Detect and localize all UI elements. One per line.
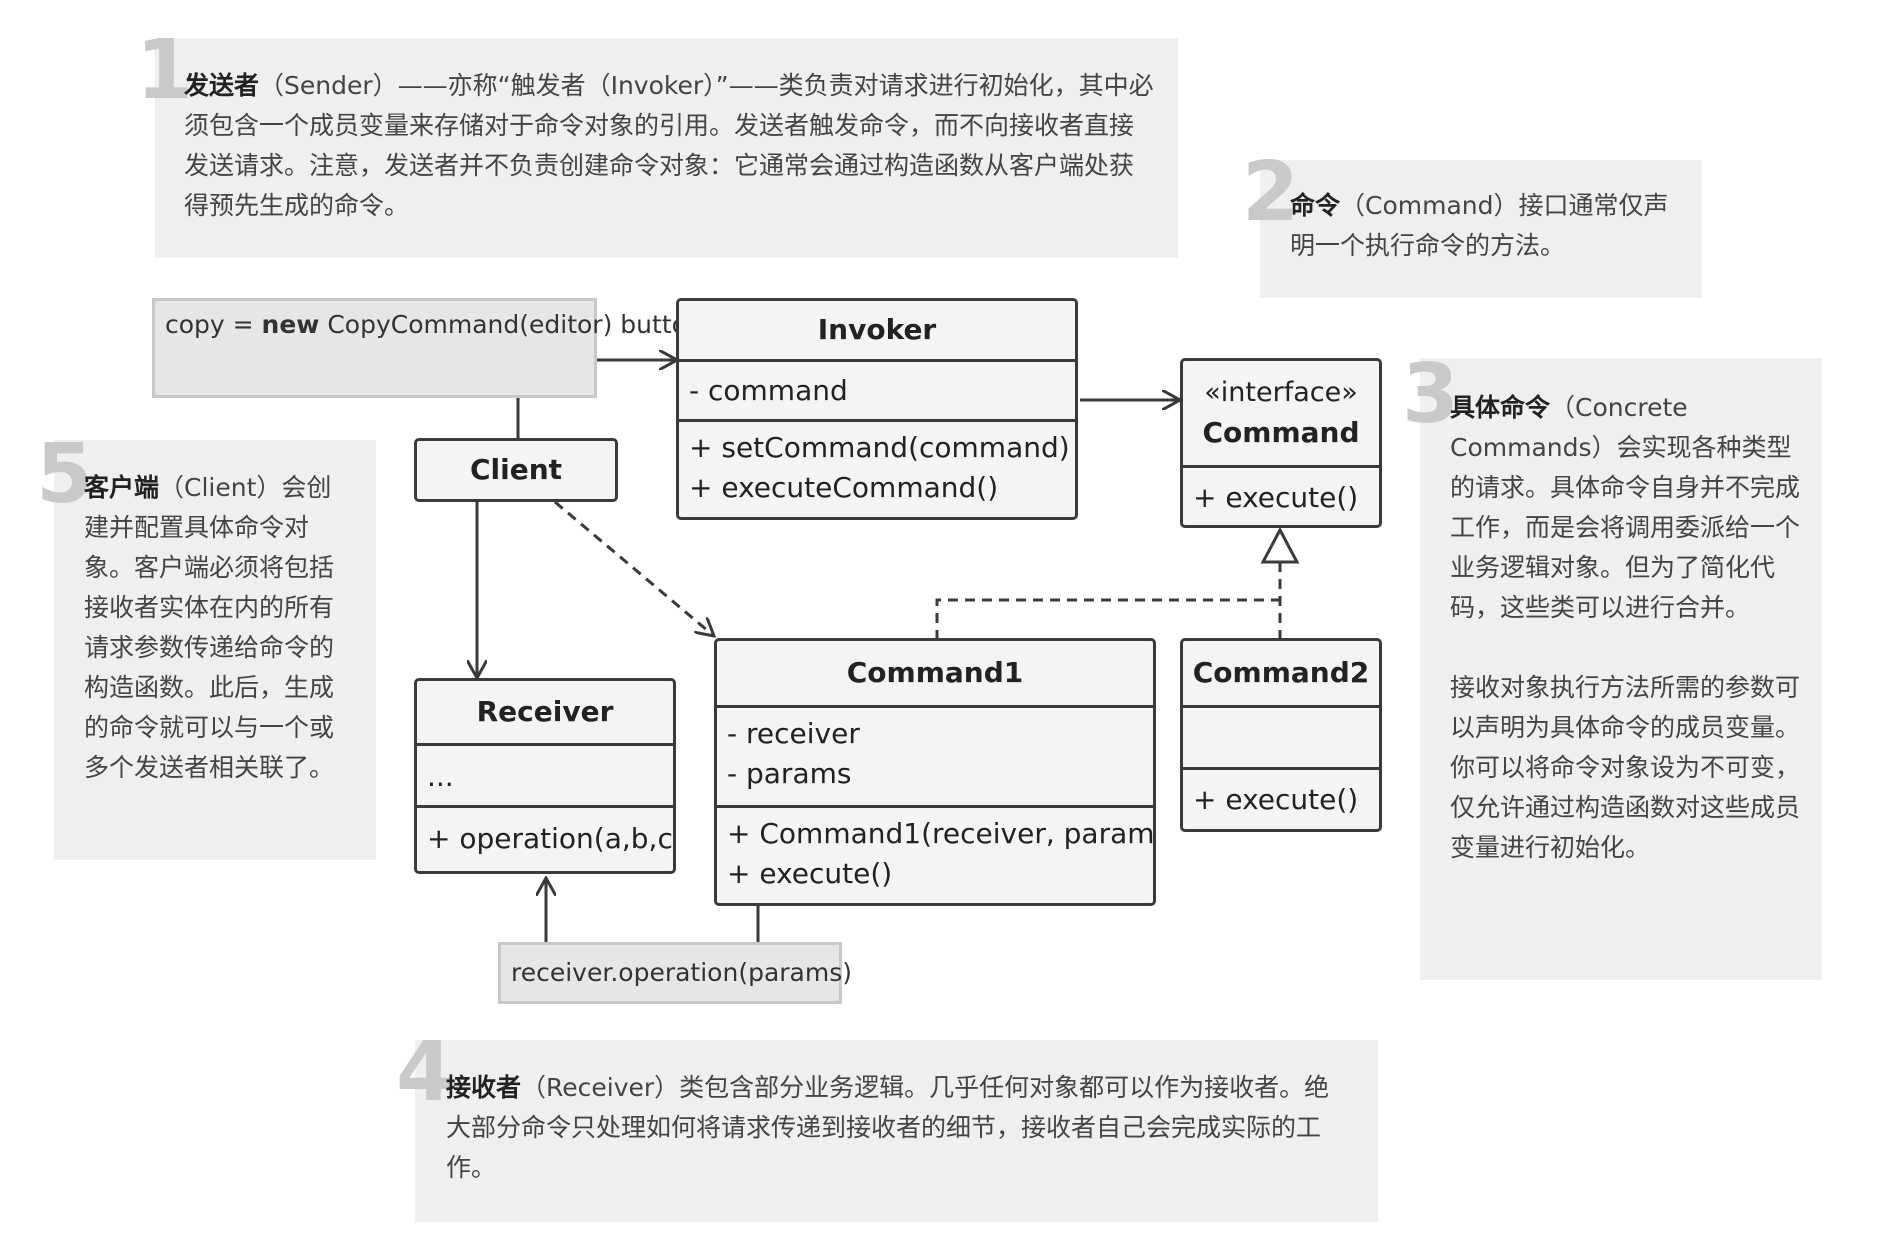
command2-class: Command2 + execute() [1180,638,1382,832]
command2-class-name: Command2 [1192,656,1370,689]
command-interface-methods: + execute() [1183,465,1379,525]
note-3-body-2: 接收对象执行方法所需的参数可以声明为具体命令的成员变量。你可以将命令对象设为不可… [1450,673,1801,862]
client-code-line-1: copy = new CopyCommand(editor) [165,310,613,339]
client-class-name: Client [469,453,563,486]
receiver-call-line: receiver.operation(params) [511,958,852,987]
note-3-number: 3 [1402,347,1460,442]
note-4-body: （Receiver）类包含部分业务逻辑。几乎任何对象都可以作为接收者。绝大部分命… [446,1073,1330,1182]
invoker-fields: - command [679,359,1075,419]
invoker-class-name: Invoker [817,313,937,346]
note-3-background [1420,358,1822,980]
command2-methods: + execute() [1183,767,1379,829]
invoker-methods: + setCommand(command) + executeCommand() [679,419,1075,508]
client-class: Client [414,438,618,502]
note-5-term: 客户端 [84,473,160,502]
note-5-background [54,440,376,860]
command-interface-name: Command [1202,416,1360,449]
command-interface: «interface» Command + execute() [1180,358,1382,528]
note-2-term: 命令 [1290,191,1341,220]
command-interface-header: «interface» Command [1183,361,1379,465]
receiver-class-name: Receiver [476,695,614,728]
note-2-body: （Command）接口通常仅声明一个执行命令的方法。 [1290,191,1669,260]
command1-fields: - receiver - params [717,705,1153,805]
note-3-body: （Concrete Commands）会实现各种类型的请求。具体命令自身并不完成… [1450,393,1801,622]
note-1-number: 1 [136,23,194,118]
note-1-term: 发送者 [184,71,260,100]
interface-stereotype: «interface» [1204,377,1358,408]
note-4-text: 接收者（Receiver）类包含部分业务逻辑。几乎任何对象都可以作为接收者。绝大… [446,1068,1346,1188]
receiver-class: Receiver ... + operation(a,b,c) [414,678,676,874]
note-1-background [155,38,1178,258]
note-2-text: 命令（Command）接口通常仅声明一个执行命令的方法。 [1290,186,1685,266]
note-1-body: （Sender）——亦称“触发者（Invoker）”——类负责对请求进行初始化，… [184,71,1154,220]
note-1-text: 发送者（Sender）——亦称“触发者（Invoker）”——类负责对请求进行初… [184,66,1154,226]
receiver-methods: + operation(a,b,c) [417,805,673,870]
invoker-class: Invoker - command + setCommand(command) … [676,298,1078,520]
note-3-text: 具体命令（Concrete Commands）会实现各种类型的请求。具体命令自身… [1450,388,1810,868]
realization-triangle [1260,526,1300,564]
note-5-number: 5 [36,427,94,522]
note-5-text: 客户端（Client）会创建并配置具体命令对象。客户端必须将包括接收者实体在内的… [84,468,354,788]
note-4-term: 接收者 [446,1073,522,1102]
edge-client-to-command1 [554,500,714,636]
note-4-number: 4 [396,1025,454,1120]
command1-methods: + Command1(receiver, params) + execute() [717,805,1153,894]
receiver-call-note: receiver.operation(params) [498,942,852,1004]
command1-class-name: Command1 [846,656,1024,689]
edge-command1-realizes-command [935,598,1280,640]
command1-class: Command1 - receiver - params + Command1(… [714,638,1156,906]
note-3-term: 具体命令 [1450,393,1551,422]
note-4-background [415,1040,1378,1222]
command2-fields [1183,705,1379,767]
note-5-body: （Client）会创建并配置具体命令对象。客户端必须将包括接收者实体在内的所有请… [84,473,335,782]
receiver-fields: ... [417,743,673,805]
client-code-note: copy = new CopyCommand(editor) button.se… [152,298,957,398]
note-2-number: 2 [1242,145,1300,240]
note-2-background [1260,160,1702,298]
